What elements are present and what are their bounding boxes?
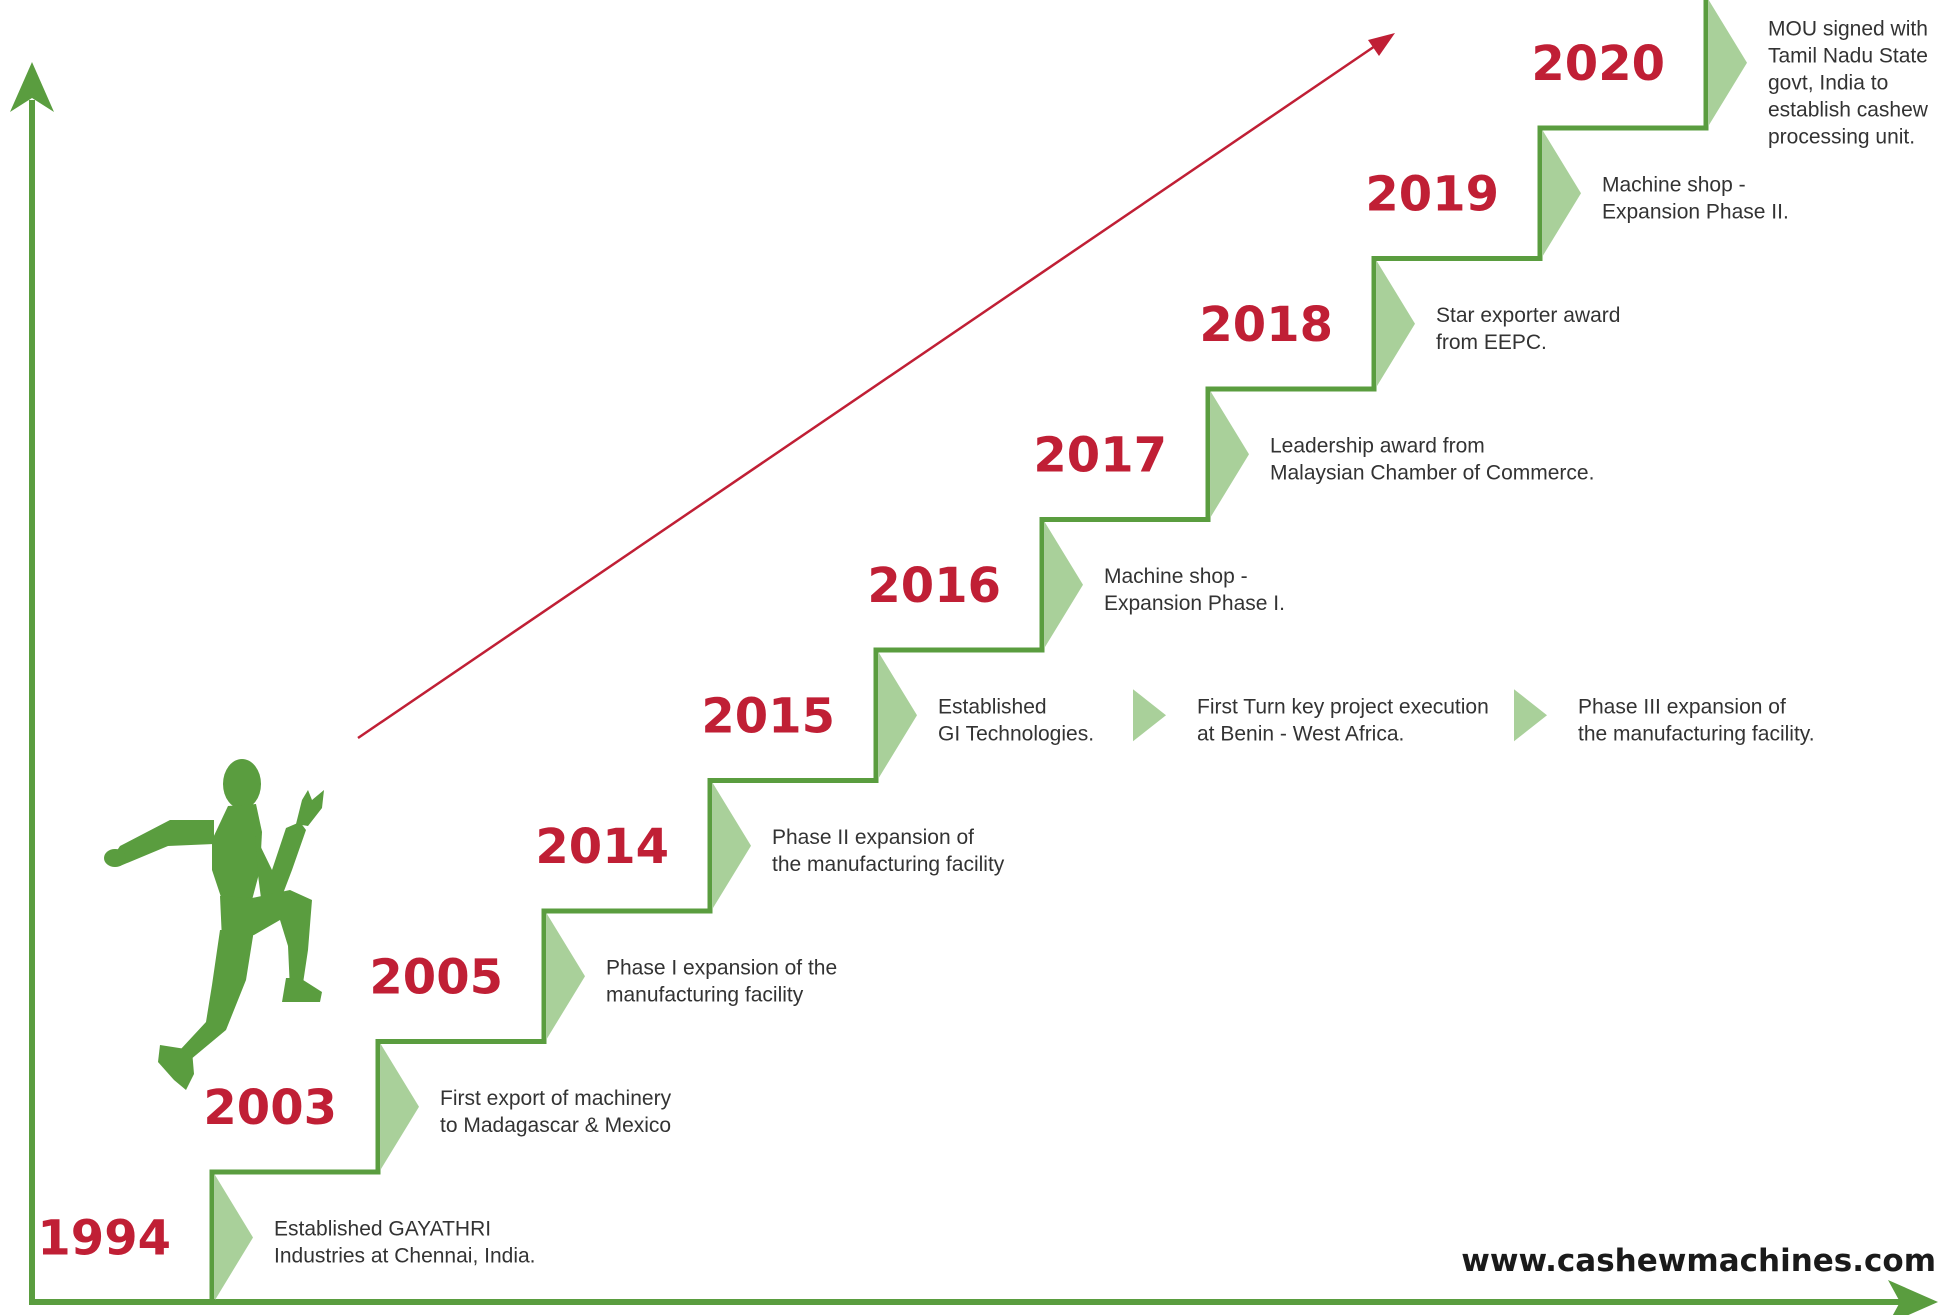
milestone-description: Phase II expansion of the manufacturing f… <box>772 826 1005 876</box>
chevron-right-icon <box>1543 131 1581 256</box>
milestone-description-line: establish cashew <box>1768 99 1929 122</box>
milestone-description-line: Star exporter award <box>1436 304 1620 327</box>
milestone-description-line: the manufacturing facility. <box>1578 722 1815 745</box>
right-arrow-icon <box>1888 1280 1938 1315</box>
milestone-description-line: Established <box>938 695 1047 718</box>
chevron-right-icon <box>713 783 751 908</box>
milestone-description: Phase I expansion of the manufacturing fa… <box>606 956 837 1006</box>
milestone-year: 2017 <box>1033 427 1167 483</box>
chevron-right-icon <box>1514 689 1547 742</box>
milestone-description: Phase III expansion of the manufacturing … <box>1578 695 1815 745</box>
staircase: 1994 Established GAYATHRI Industries at Ch… <box>37 0 1936 1303</box>
growth-arrow <box>357 33 1395 740</box>
milestone-description-line: Expansion Phase II. <box>1602 200 1789 223</box>
milestone-year: 2003 <box>203 1080 337 1136</box>
milestone-description-line: MOU signed with <box>1768 18 1928 41</box>
milestone-description-line: Tamil Nadu State <box>1768 45 1928 68</box>
staircase-outline <box>209 0 1912 1303</box>
milestone-description-line: Expansion Phase I. <box>1104 592 1285 615</box>
milestone-description: First Turn key project execution at Benin… <box>1197 695 1489 745</box>
milestone-description-line: First Turn key project execution <box>1197 695 1489 718</box>
milestone-description-line: Industries at Chennai, India. <box>274 1245 536 1268</box>
milestone-description-line: the manufacturing facility <box>772 853 1005 876</box>
milestone-description: Established GI Technologies. <box>938 695 1094 745</box>
milestone-year: 2005 <box>369 949 503 1005</box>
milestone-description: Star exporter award from EEPC. <box>1436 304 1620 354</box>
milestone-year: 2014 <box>535 819 669 875</box>
milestone-year: 2015 <box>701 688 835 744</box>
milestone-description-line: Leadership award from <box>1270 434 1485 457</box>
milestone-year: 2019 <box>1365 166 1499 222</box>
milestone-description-line: Machine shop - <box>1602 173 1746 196</box>
chevron-right-icon <box>1377 261 1415 386</box>
milestone-year: 2020 <box>1531 36 1665 92</box>
milestone-description-line: Phase III expansion of <box>1578 695 1786 718</box>
milestone-description-line: Phase II expansion of <box>772 826 974 849</box>
growth-arrow-icon <box>1368 33 1395 56</box>
chevron-right-icon <box>381 1044 419 1169</box>
chevron-right-icon <box>1133 689 1166 742</box>
milestone-description: First export of machinery to Madagascar &… <box>440 1087 672 1137</box>
milestone-description-line: govt, India to <box>1768 72 1888 95</box>
chevron-right-icon <box>879 653 917 778</box>
chevron-right-icon <box>1045 522 1083 647</box>
chevron-right-icon <box>1709 0 1747 125</box>
milestone-description: Machine shop - Expansion Phase I. <box>1104 565 1285 615</box>
milestone-description-line: First export of machinery <box>440 1087 672 1110</box>
chevron-right-icon <box>1211 392 1249 517</box>
milestone-year: 2016 <box>867 558 1001 614</box>
axes <box>10 62 1938 1315</box>
milestone-year: 1994 <box>37 1211 171 1267</box>
milestone-description-line: Machine shop - <box>1104 565 1248 588</box>
website-url: www.cashewmachines.com <box>1461 1243 1936 1279</box>
milestone-description-line: at Benin - West Africa. <box>1197 722 1404 745</box>
milestone-description-line: manufacturing facility <box>606 983 804 1006</box>
milestone-description-line: to Madagascar & Mexico <box>440 1114 671 1137</box>
milestone-year: 2018 <box>1199 297 1333 353</box>
milestone-description: Established GAYATHRI Industries at Chenna… <box>274 1218 536 1268</box>
growth-arrow-line <box>357 42 1379 740</box>
runner-silhouette-icon <box>104 759 324 1090</box>
milestone-description-line: Established GAYATHRI <box>274 1218 491 1241</box>
milestone-description-line: processing unit. <box>1768 126 1915 149</box>
milestone-description-line: GI Technologies. <box>938 722 1094 745</box>
milestone-description: Machine shop - Expansion Phase II. <box>1602 173 1789 223</box>
chevron-right-icon <box>215 1175 253 1300</box>
milestone-description-line: Malaysian Chamber of Commerce. <box>1270 461 1594 484</box>
milestone-description-line: Phase I expansion of the <box>606 956 837 979</box>
milestone-description-line: from EEPC. <box>1436 331 1547 354</box>
chevron-right-icon <box>547 914 585 1039</box>
up-arrow-icon <box>10 62 54 112</box>
